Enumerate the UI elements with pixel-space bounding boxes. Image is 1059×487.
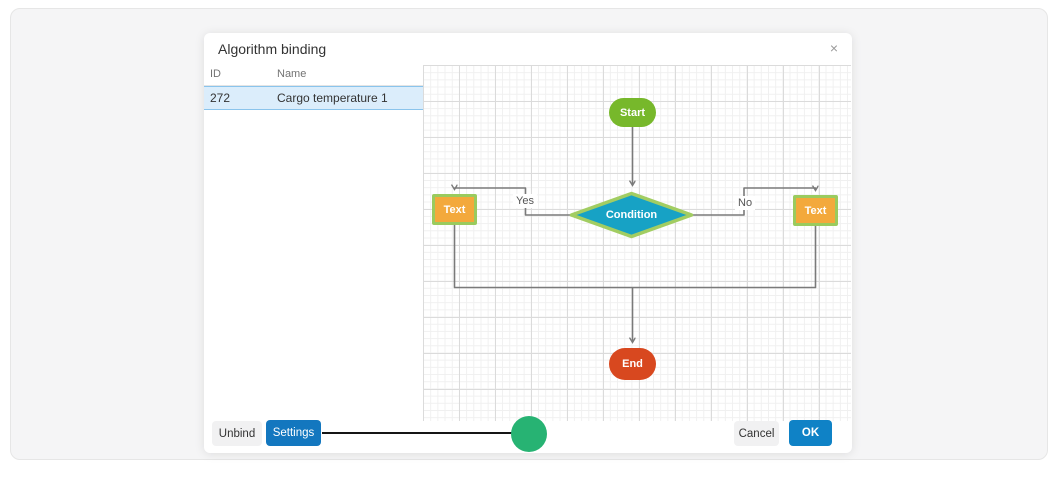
- click-indicator: [511, 416, 547, 452]
- no-edge-label: No: [735, 196, 756, 210]
- text-right-node-label: Text: [804, 204, 827, 217]
- column-header-name: Name: [277, 67, 307, 80]
- flowchart-node-text-right[interactable]: Text: [793, 195, 838, 226]
- edge-condition-yes: [455, 188, 571, 216]
- condition-diamond-shape: [569, 191, 694, 239]
- edge-left-merge: [453, 225, 633, 289]
- algorithm-binding-dialog: Algorithm binding × ID Name 272 Cargo te…: [204, 33, 852, 453]
- flowchart-node-start[interactable]: Start: [609, 98, 656, 127]
- end-node-label: End: [622, 358, 643, 370]
- table-row-selected[interactable]: 272 Cargo temperature 1: [204, 86, 423, 110]
- cancel-button[interactable]: Cancel: [734, 421, 779, 446]
- row-name-value: Cargo temperature 1: [277, 91, 388, 105]
- flowchart-node-condition[interactable]: Condition: [570, 192, 693, 238]
- settings-button[interactable]: Settings: [266, 420, 321, 446]
- column-header-id: ID: [210, 67, 221, 80]
- unbind-button[interactable]: Unbind: [212, 421, 262, 446]
- dialog-title: Algorithm binding: [218, 41, 327, 57]
- close-icon[interactable]: ×: [829, 40, 838, 56]
- annotation-line: [322, 432, 512, 434]
- row-id-value: 272: [210, 91, 231, 105]
- condition-node-label: Condition: [605, 209, 658, 221]
- text-left-node-label: Text: [443, 203, 466, 216]
- start-node-label: Start: [619, 106, 646, 119]
- edge-condition-no: [692, 188, 816, 216]
- ok-button[interactable]: OK: [789, 420, 832, 446]
- edge-right-merge: [632, 226, 817, 289]
- flowchart-node-text-left[interactable]: Text: [432, 194, 477, 225]
- table-header: ID Name: [204, 62, 423, 86]
- yes-edge-label: Yes: [513, 194, 537, 208]
- flowchart-canvas[interactable]: Start Condition Text Text End Yes No: [423, 65, 851, 421]
- flowchart-node-end[interactable]: End: [609, 348, 656, 380]
- flowchart-connectors: [423, 127, 851, 421]
